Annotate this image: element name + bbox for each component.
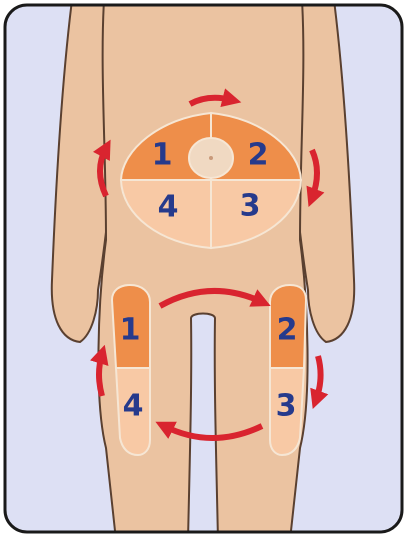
abdomen-zone-4-label: 4 bbox=[158, 190, 179, 225]
abdomen-zone-3-label: 3 bbox=[240, 189, 261, 224]
rotation-arrow-icon bbox=[99, 354, 102, 396]
left-thigh-zone-4-label: 4 bbox=[123, 389, 144, 424]
abdomen-zone-1-label: 1 bbox=[152, 138, 173, 173]
abdomen-zone-2-label: 2 bbox=[248, 138, 269, 173]
right-thigh-zone-3-label: 3 bbox=[276, 389, 297, 424]
right-thigh-zone-2-label: 2 bbox=[277, 313, 298, 348]
left-thigh-zone-1-label: 1 bbox=[120, 313, 141, 348]
navel bbox=[209, 156, 213, 160]
